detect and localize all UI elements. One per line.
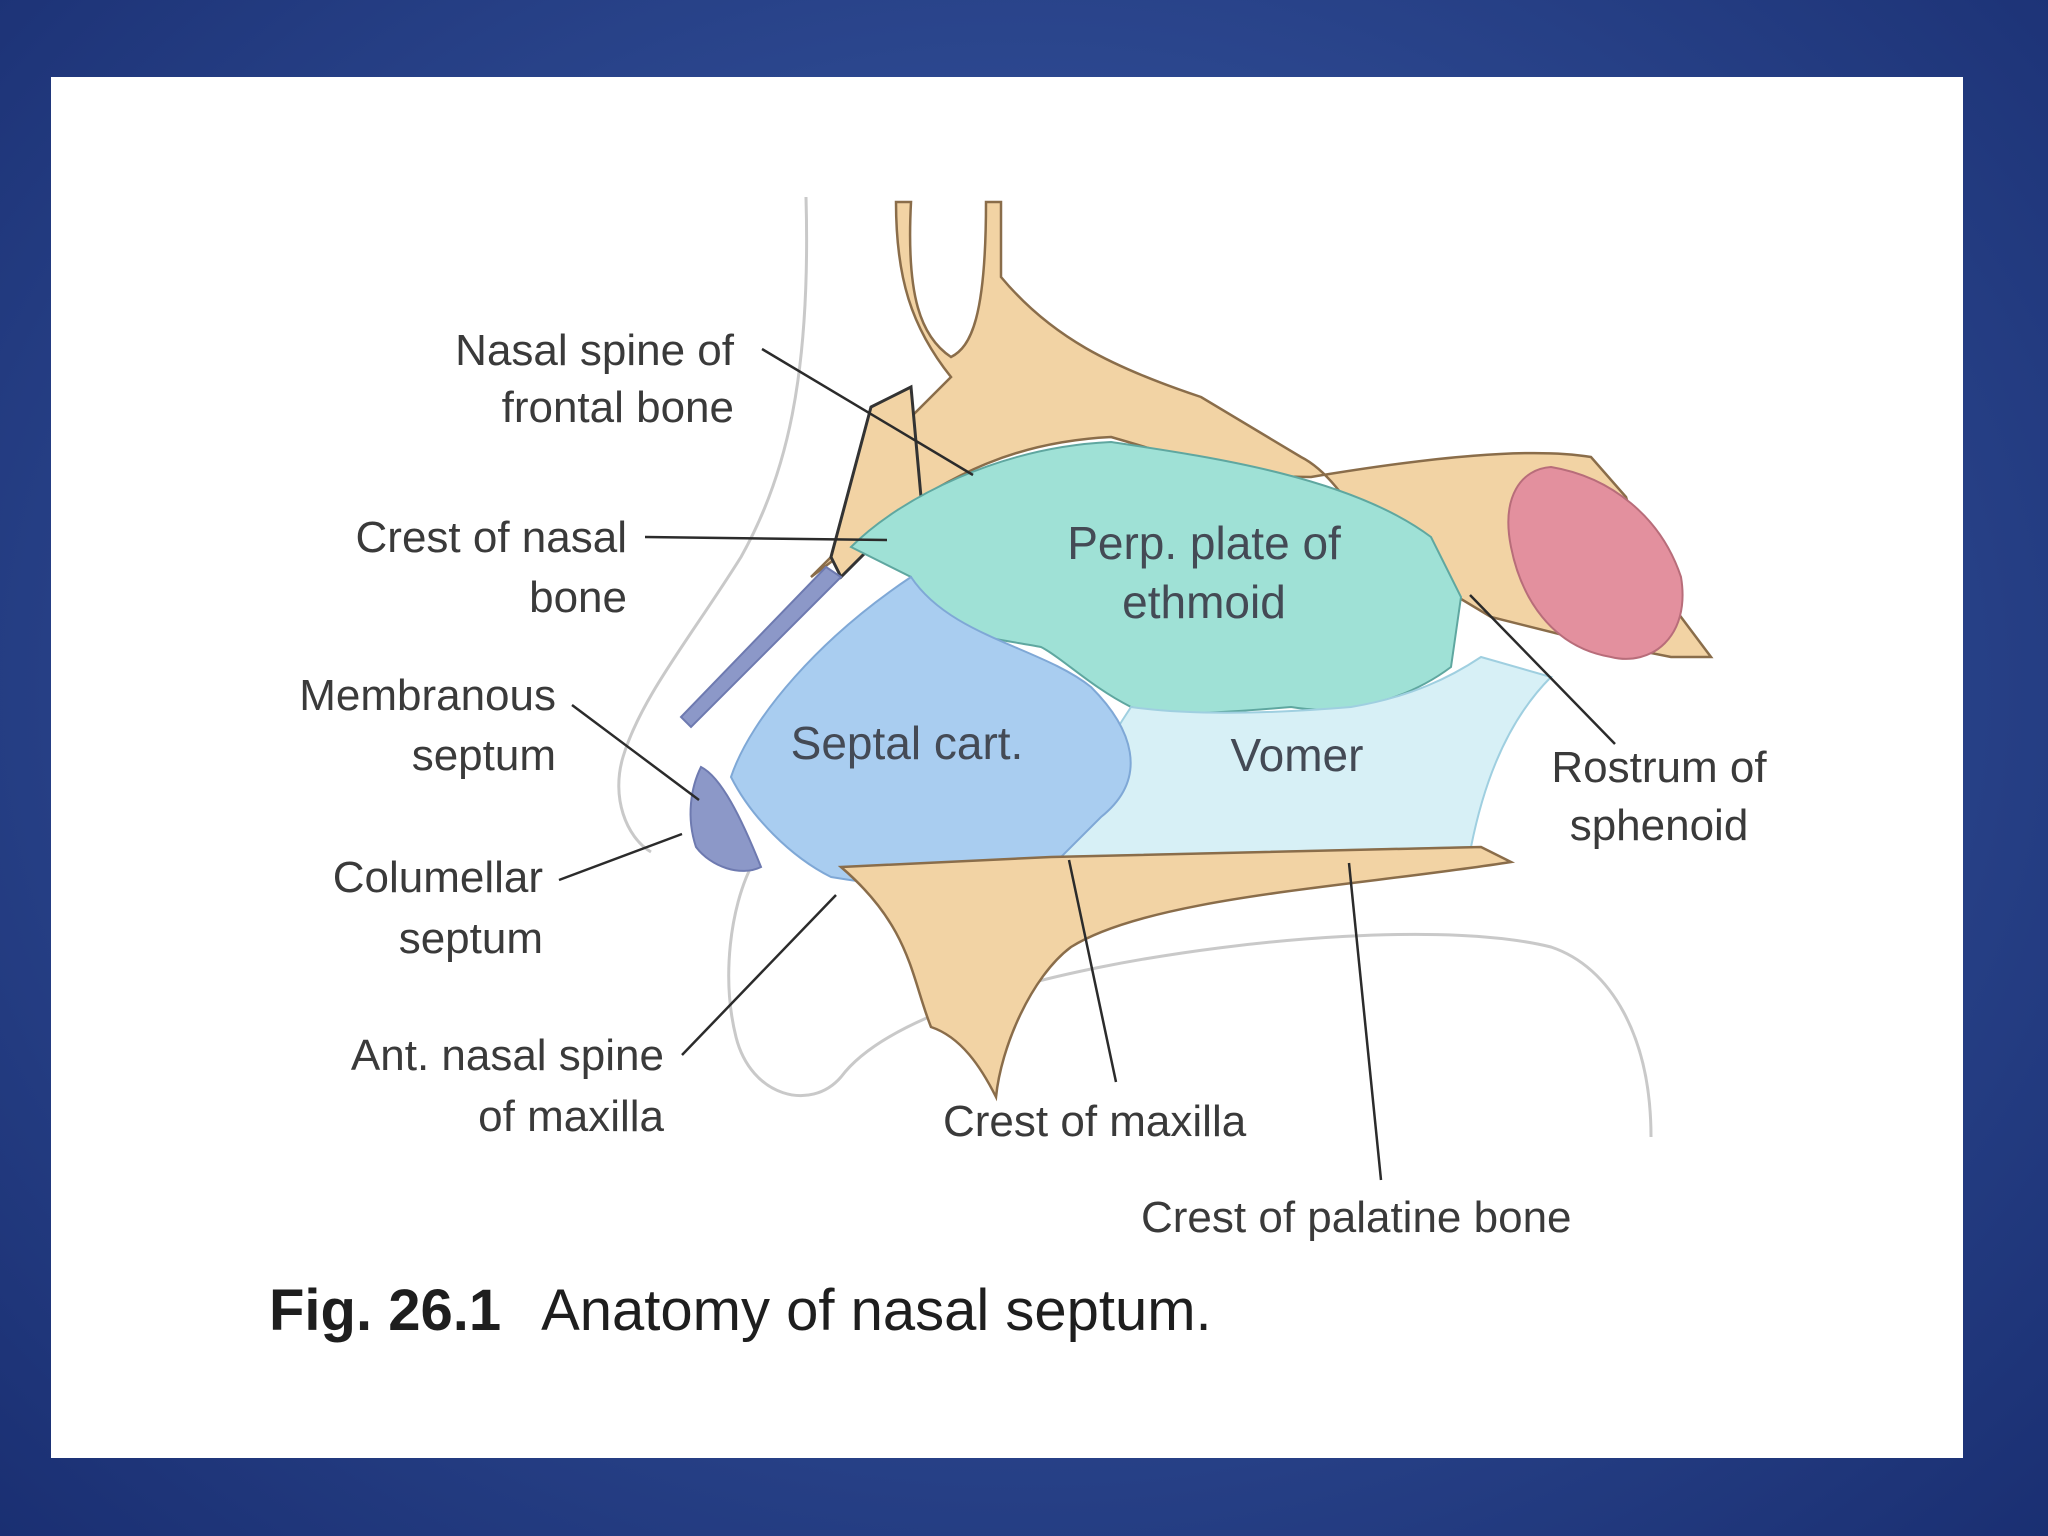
label-ant-nasal-spine-1: Ant. nasal spine [351,1031,664,1080]
label-vomer: Vomer [1231,729,1364,781]
leader-crest-nasal-bone [644,535,888,542]
label-perp-plate-2: ethmoid [1122,576,1286,628]
label-crest-maxilla: Crest of maxilla [943,1097,1247,1146]
label-nasal-spine-frontal-2: frontal bone [502,383,734,432]
label-columellar-septum-2: septum [399,914,543,963]
label-columellar-septum-1: Columellar [333,853,543,902]
nasal-septum-diagram: Nasal spine of frontal bone Crest of nas… [299,196,1767,1242]
leader-columellar-septum [558,832,683,882]
leader-crest-maxilla [1067,859,1118,1083]
figure-number: Fig. 26.1 [269,1278,502,1343]
columellar-septum-shape [689,765,763,872]
slide-panel: Nasal spine of frontal bone Crest of nas… [51,77,1963,1458]
label-rostrum-sphenoid-1: Rostrum of [1551,743,1767,792]
label-membranous-septum-2: septum [412,731,556,780]
leader-membranous-septum [571,703,700,802]
label-membranous-septum-1: Membranous [299,671,556,720]
membranous-septum-strip [679,565,843,729]
label-septal-cart: Septal cart. [791,717,1024,769]
label-perp-plate-1: Perp. plate of [1067,517,1341,569]
figure-caption-text: Anatomy of nasal septum. [541,1278,1212,1343]
leader-rostrum-sphenoid [1469,594,1616,745]
leader-nasal-spine-frontal [761,347,974,477]
label-nasal-spine-frontal-1: Nasal spine of [455,326,735,375]
leader-ant-nasal-spine [681,894,837,1056]
sphenoid-sinus [1507,465,1684,660]
face-outline [617,196,809,854]
label-ant-nasal-spine-2: of maxilla [478,1092,664,1141]
label-crest-palatine: Crest of palatine bone [1141,1193,1572,1242]
figure-caption: Fig. 26.1 Anatomy of nasal septum. [269,1277,1212,1344]
leader-crest-palatine [1347,862,1383,1181]
label-crest-nasal-bone-2: bone [529,573,627,622]
label-crest-nasal-bone-1: Crest of nasal [356,513,627,562]
maxilla-bone [837,845,1516,1102]
label-rostrum-sphenoid-2: sphenoid [1570,801,1749,850]
